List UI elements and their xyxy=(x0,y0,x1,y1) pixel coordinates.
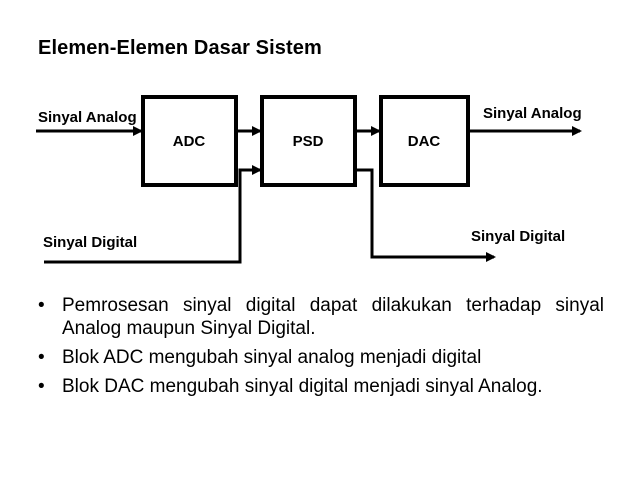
bullet-symbol: • xyxy=(38,347,45,368)
slide-title: Elemen-Elemen Dasar Sistem xyxy=(38,37,322,59)
bullet-item: • Blok DAC mengubah sinyal digital menja… xyxy=(38,375,604,398)
adc-block-label: ADC xyxy=(173,133,206,150)
adc-block xyxy=(141,95,238,187)
block-diagram: ADC PSD DAC Sinyal Analog Sinyal Analog … xyxy=(36,95,582,264)
analog-output-label: Sinyal Analog xyxy=(483,105,582,122)
bullet-symbol: • xyxy=(38,376,45,397)
digital-input-arrow xyxy=(44,165,262,264)
bullet-list: • Pemrosesan sinyal digital dapat dilaku… xyxy=(38,294,604,404)
analog-input-label: Sinyal Analog xyxy=(38,109,137,126)
psd-block xyxy=(260,95,357,187)
digital-output-arrow xyxy=(357,168,496,262)
bullet-symbol: • xyxy=(38,295,45,316)
bullet-item: • Blok ADC mengubah sinyal analog menjad… xyxy=(38,346,604,369)
dac-block xyxy=(379,95,470,187)
digital-output-label: Sinyal Digital xyxy=(471,228,565,245)
bullet-text: Pemrosesan sinyal digital dapat dilakuka… xyxy=(62,295,604,339)
digital-input-label: Sinyal Digital xyxy=(43,234,137,251)
bullet-text: Blok ADC mengubah sinyal analog menjadi … xyxy=(62,347,482,368)
bullet-text: Blok DAC mengubah sinyal digital menjadi… xyxy=(62,376,543,397)
bullet-item: • Pemrosesan sinyal digital dapat dilaku… xyxy=(38,294,604,340)
dac-block-label: DAC xyxy=(408,133,441,150)
psd-block-label: PSD xyxy=(293,133,324,150)
